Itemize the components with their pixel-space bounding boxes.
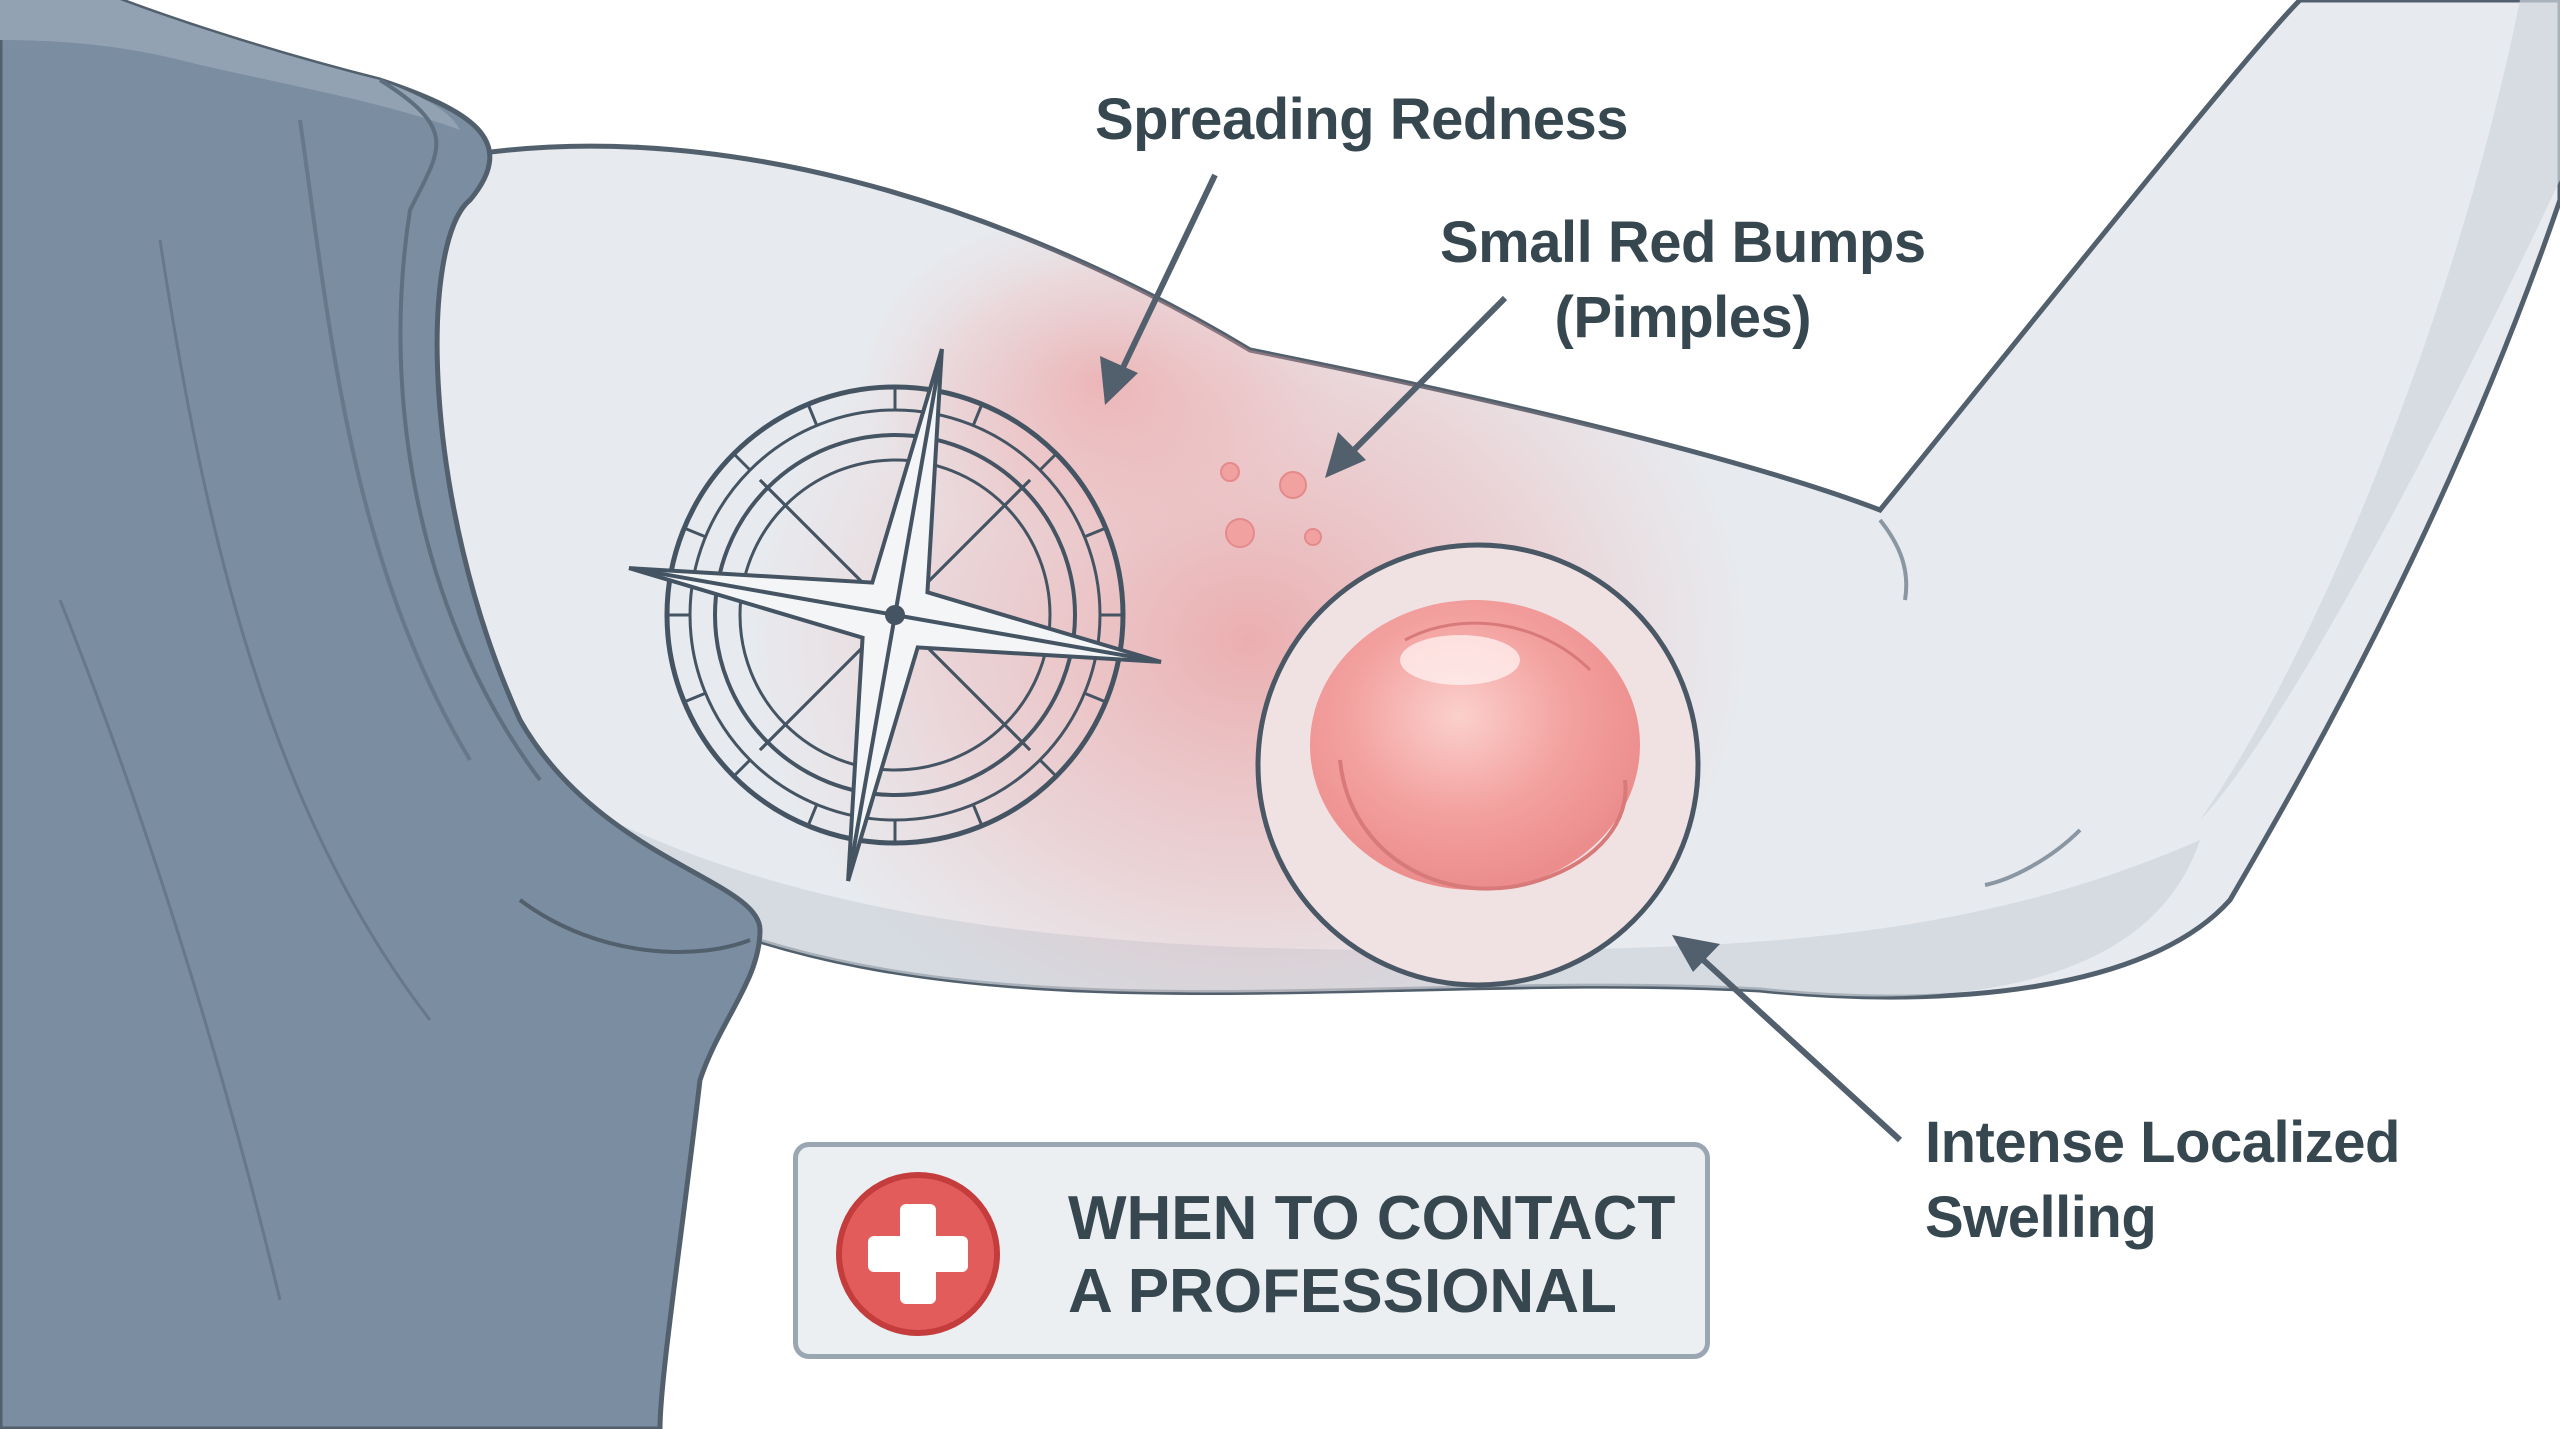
- label-spreading-redness-text: Spreading Redness: [1095, 87, 1628, 152]
- compass-tattoo: [628, 348, 1162, 882]
- medical-cross-icon: [836, 1172, 1000, 1336]
- contact-professional-box: WHEN TO CONTACT A PROFESSIONAL: [793, 1142, 1710, 1359]
- label-intense-swelling-line1: Intense Localized: [1925, 1110, 2400, 1175]
- label-intense-swelling-line2: Swelling: [1925, 1185, 2157, 1251]
- contact-line2: A PROFESSIONAL: [1068, 1257, 1617, 1327]
- label-small-red-bumps-line2: (Pimples): [1554, 285, 1812, 351]
- label-intense-swelling: Intense Localized Swelling: [1925, 1105, 2400, 1256]
- pointer-arrows: [1100, 173, 1903, 1143]
- red-bumps: [1220, 462, 1322, 548]
- label-small-red-bumps: Small Red Bumps (Pimples): [1440, 205, 1926, 356]
- label-spreading-redness: Spreading Redness: [1095, 82, 1628, 157]
- contact-professional-text: WHEN TO CONTACT A PROFESSIONAL: [1068, 1182, 1675, 1328]
- contact-line1: WHEN TO CONTACT: [1068, 1184, 1676, 1253]
- swelling: [1255, 542, 1701, 988]
- label-small-red-bumps-line1: Small Red Bumps: [1440, 210, 1926, 275]
